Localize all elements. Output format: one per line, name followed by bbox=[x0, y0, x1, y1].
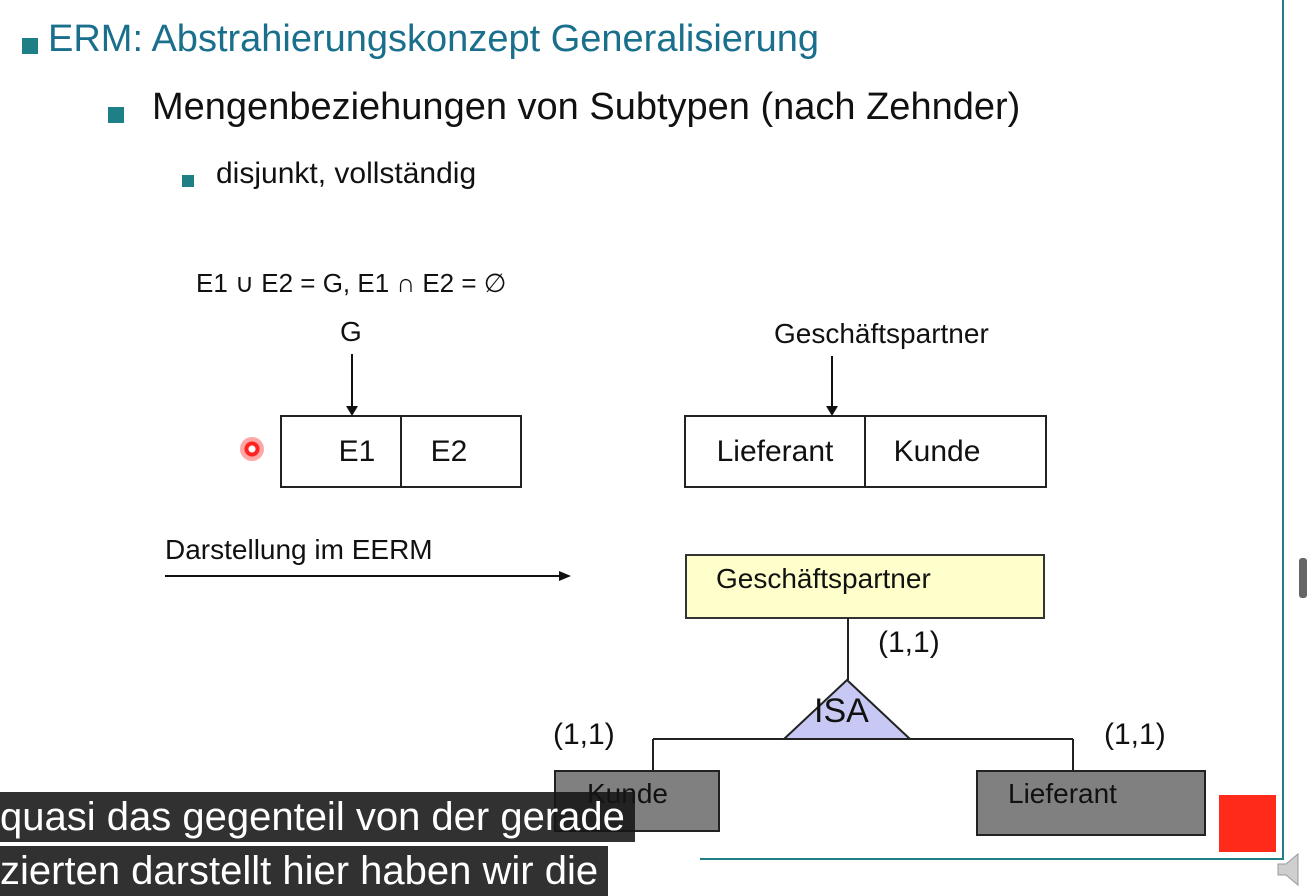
subtype-right-label: Lieferant bbox=[1008, 778, 1117, 809]
eerm-entity-label: Geschäftspartner bbox=[716, 563, 931, 594]
left-divider bbox=[400, 415, 402, 488]
slide-border-bottom bbox=[700, 858, 1284, 860]
caption-line-1: quasi das gegenteil von der gerade bbox=[0, 792, 635, 842]
card-top: (1,1) bbox=[878, 626, 940, 659]
formula: E1 ∪ E2 = G, E1 ∩ E2 = ∅ bbox=[196, 268, 507, 298]
title-bullet bbox=[22, 38, 38, 54]
subtype-right-box bbox=[976, 770, 1206, 836]
right-divider bbox=[864, 415, 866, 488]
slide-title: ERM: Abstrahierungskonzept Generalisieru… bbox=[48, 18, 819, 60]
subtitle-bullet bbox=[108, 107, 124, 123]
left-child2: E2 bbox=[430, 434, 468, 468]
card-left: (1,1) bbox=[553, 718, 615, 751]
bullet3-text: disjunkt, vollständig bbox=[216, 157, 477, 190]
right-arrow bbox=[826, 356, 838, 416]
eerm-label: Darstellung im EERM bbox=[165, 534, 433, 565]
eerm-arrow bbox=[165, 571, 571, 581]
laser-pointer bbox=[240, 437, 264, 461]
right-child2: Kunde bbox=[893, 434, 981, 468]
left-child1: E1 bbox=[338, 434, 376, 468]
speaker-icon[interactable] bbox=[1276, 852, 1307, 887]
card-right: (1,1) bbox=[1104, 718, 1166, 751]
isa-triangle bbox=[781, 678, 913, 740]
caption-line-2: zierten darstellt hier haben wir die bbox=[0, 846, 609, 896]
right-parent-label: Geschäftspartner bbox=[774, 318, 989, 349]
eerm-entity-box bbox=[685, 554, 1045, 619]
left-parent-label: G bbox=[340, 316, 362, 347]
isa-label: ISA bbox=[814, 692, 869, 730]
slide-subtitle: Mengenbeziehungen von Subtypen (nach Zeh… bbox=[152, 86, 1021, 128]
scroll-handle[interactable] bbox=[1299, 558, 1307, 598]
bullet3-marker bbox=[182, 175, 194, 187]
left-arrow bbox=[346, 354, 358, 416]
red-square bbox=[1219, 795, 1276, 852]
right-child1: Lieferant bbox=[716, 434, 834, 468]
subtype-left-box bbox=[554, 770, 720, 832]
slide-border-right bbox=[1282, 0, 1284, 860]
